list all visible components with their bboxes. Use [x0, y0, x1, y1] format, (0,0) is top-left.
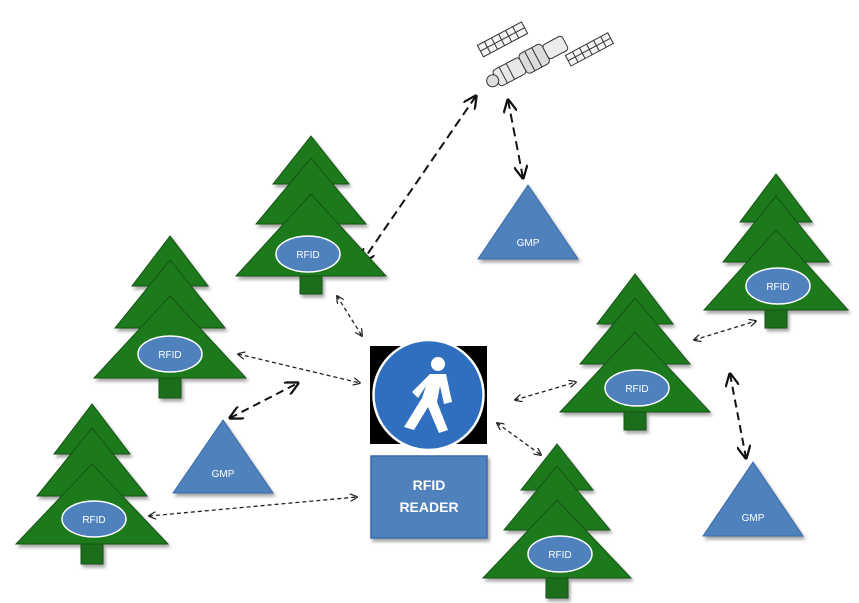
rfid-reader-box: RFID READER [370, 455, 488, 539]
link-satellite-gmp [508, 100, 523, 178]
gmp-label: GMP [517, 238, 540, 249]
tree-tag-5: RFID [702, 173, 850, 329]
tree-tag-6: RFID [481, 443, 633, 599]
connector-layer [149, 96, 756, 516]
rfid-tag [61, 500, 127, 538]
rfid-tag-label: RFID [625, 384, 648, 395]
rfid-tag-label: RFID [296, 250, 319, 261]
pedestrian-sign-icon [370, 338, 487, 452]
link-tree-reader-left [238, 354, 360, 383]
rfid-tag-label: RFID [548, 550, 571, 561]
link-tree-reader-bottom [149, 497, 357, 516]
gmp-node-left: GMP [172, 419, 274, 494]
tree-tag-4: RFID [558, 273, 712, 431]
rfid-tag [137, 335, 203, 373]
rfid-tag [604, 369, 670, 407]
satellite-icon [476, 21, 615, 88]
tree-tag-3: RFID [14, 403, 170, 565]
tree-tag-2: RFID [92, 235, 248, 399]
tree-tag-1: RFID [234, 135, 388, 295]
gmp-label: GMP [212, 469, 235, 480]
gmp-label: GMP [742, 513, 765, 524]
link-tree-reader-top [337, 296, 362, 336]
link-reader-tree-lower [497, 423, 541, 455]
gmp-node-right: GMP [702, 461, 804, 537]
rfid-tag-label: RFID [82, 515, 105, 526]
link-tree-tree-right [694, 321, 756, 340]
reader-label-line2: READER [399, 499, 458, 515]
reader-label-line1: RFID [413, 477, 446, 493]
rfid-tag [527, 535, 593, 573]
link-gmp-reader-left [230, 383, 298, 418]
link-tree-gmp-right [730, 374, 746, 458]
gmp-node-top: GMP [477, 184, 579, 260]
rfid-tag [745, 267, 811, 305]
rfid-tag-label: RFID [766, 282, 789, 293]
rfid-tag-label: RFID [158, 350, 181, 361]
link-satellite-tree [362, 96, 476, 262]
rfid-tag [275, 235, 341, 273]
link-reader-tree-right [515, 382, 576, 400]
